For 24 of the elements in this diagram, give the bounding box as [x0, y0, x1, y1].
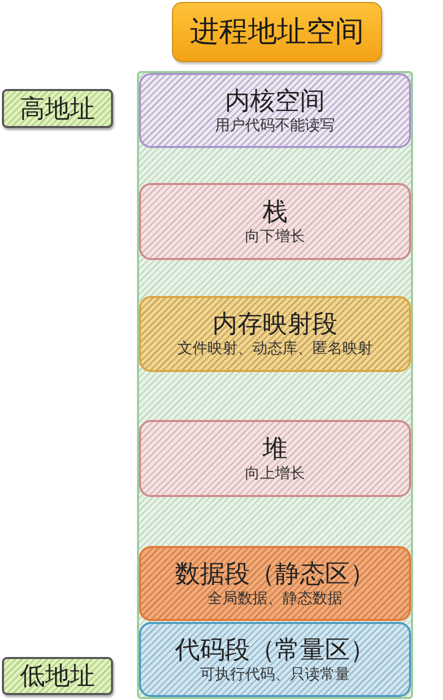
segment-box	[139, 296, 411, 372]
segment-note: 用户代码不能读写	[215, 116, 335, 134]
address-label: 低地址	[20, 662, 95, 690]
segment-note: 向上增长	[245, 464, 305, 482]
segment-title: 栈	[262, 198, 288, 226]
address-tag	[2, 657, 113, 695]
segment-note: 可执行代码、只读常量	[200, 664, 350, 684]
segment-box	[139, 183, 411, 260]
segment-box	[139, 546, 411, 621]
segment-title: 堆	[262, 434, 288, 464]
segment-box	[139, 73, 411, 148]
segment-title: 内核空间	[225, 86, 325, 116]
segment-note: 文件映射、动态库、匿名映射	[178, 339, 372, 358]
address-space-column	[137, 71, 413, 699]
segment-title: 代码段（常量区）	[175, 636, 375, 664]
title-banner: 进程地址空间	[172, 2, 382, 62]
segment-title: 内存映射段	[212, 310, 338, 339]
segment-title: 数据段（静态区）	[175, 560, 375, 588]
segment-box	[139, 622, 411, 697]
address-tag	[2, 89, 113, 128]
segment-box	[139, 420, 411, 497]
segment-note: 向下增长	[245, 226, 305, 246]
segment-note: 全局数据、静态数据	[208, 588, 342, 608]
address-label: 高地址	[20, 94, 95, 122]
